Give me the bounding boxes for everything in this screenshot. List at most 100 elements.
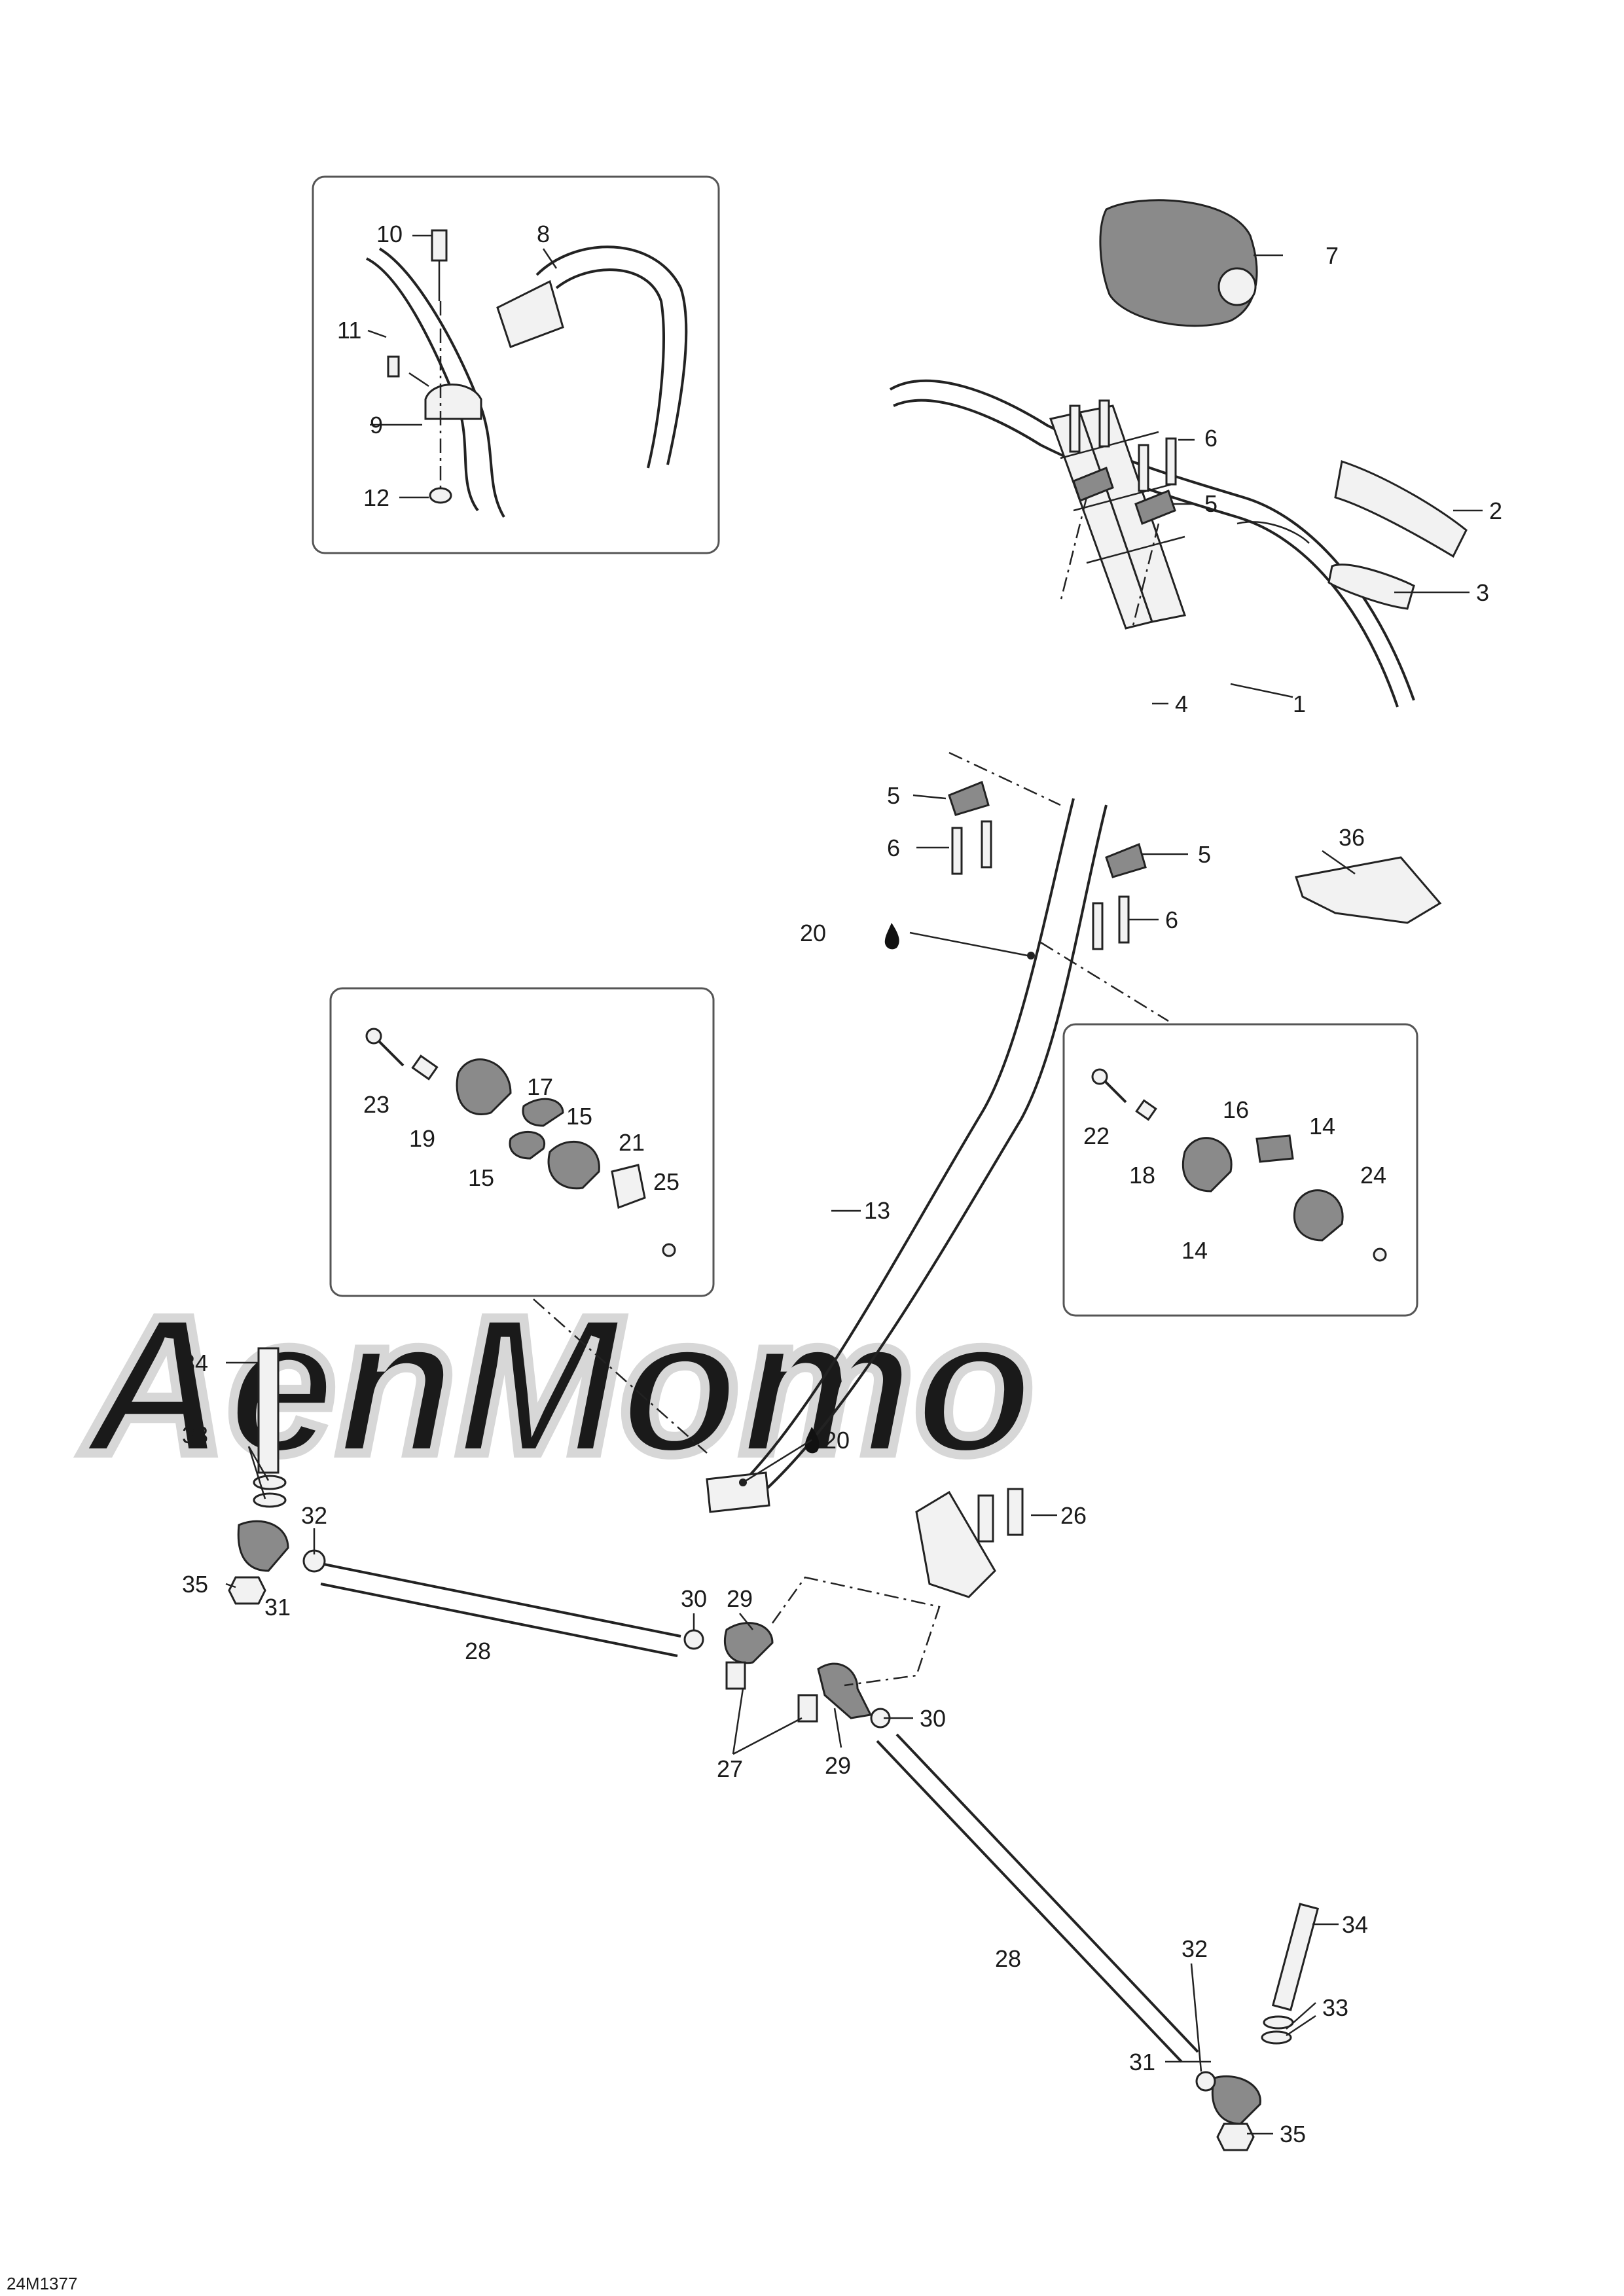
callout-28-right: 28	[995, 1945, 1021, 1972]
callout-16: 16	[1223, 1096, 1249, 1123]
bolt-6-low-b	[1118, 895, 1130, 944]
bolt-34-right	[1271, 1903, 1320, 2011]
nut-25	[662, 1243, 676, 1257]
callout-34-right: 34	[1342, 1911, 1368, 1938]
pad-foam	[496, 279, 564, 348]
washer-33-left-b	[253, 1492, 287, 1508]
pad-outline	[535, 245, 688, 465]
tie-rod-end-29-right	[817, 1662, 873, 1719]
spacer-32-right	[1195, 2071, 1216, 2092]
callout-5-right: 5	[1198, 841, 1211, 868]
callout-labels: 7 2 3 4 1 6 5 5 6 5 6 36 20 13 20 26 30 …	[182, 221, 1502, 2147]
nut-24	[1373, 1247, 1387, 1262]
rubber-17	[522, 1098, 564, 1127]
callout-33-right: 33	[1322, 1994, 1348, 2021]
handlebar-cover-7	[1099, 199, 1258, 327]
bolt-10-head	[431, 229, 448, 262]
bolt-6-top-c	[1138, 444, 1149, 492]
clamp-5-mid	[948, 780, 990, 816]
callout-24: 24	[1360, 1162, 1386, 1189]
inset-right-clamp-kit	[1062, 1023, 1418, 1317]
callout-2: 2	[1489, 497, 1502, 524]
tie-rod-end-31-right	[1211, 2075, 1261, 2125]
steering-column-13	[738, 798, 1075, 1487]
clamp-5-top-a	[1072, 467, 1114, 502]
watermark-text: AenMomo	[79, 1275, 1034, 1495]
clamp-9	[424, 384, 482, 420]
callout-19: 19	[409, 1125, 435, 1152]
callout-30-left: 30	[681, 1585, 707, 1612]
bolt-6-top-a	[1069, 404, 1081, 453]
clamp-5-top-b	[1134, 490, 1176, 525]
callout-14-b: 14	[1182, 1237, 1208, 1264]
callout-3: 3	[1476, 579, 1489, 606]
inset-frame	[312, 175, 720, 554]
callout-4: 4	[1175, 691, 1188, 717]
callout-9: 9	[370, 412, 383, 439]
pitman-arm-bracket-26	[915, 1490, 996, 1598]
nut-12	[429, 487, 452, 504]
grease-icon-upper	[884, 923, 899, 950]
lube-point-lower	[739, 1479, 747, 1486]
callout-5-top: 5	[1204, 490, 1218, 517]
pin-11	[387, 355, 400, 378]
callout-21: 21	[619, 1129, 645, 1156]
watermark: AenMomo	[75, 1270, 1039, 1499]
callout-15-a: 15	[566, 1103, 592, 1130]
rubber-16	[1255, 1134, 1294, 1163]
nut-30-left	[683, 1629, 704, 1650]
callout-12: 12	[363, 484, 389, 511]
plate-21	[611, 1164, 646, 1210]
bolt-6-top-b	[1098, 399, 1110, 448]
inset-handlebar-clamp	[312, 175, 720, 554]
callout-35-left: 35	[182, 1571, 208, 1598]
bolt-34-left	[257, 1347, 280, 1474]
callout-18: 18	[1129, 1162, 1155, 1189]
tie-rod-28-right	[876, 1740, 1183, 2063]
bolt-23	[365, 1028, 382, 1045]
clamp-15-upper	[456, 1058, 512, 1115]
callout-5-mid: 5	[887, 782, 900, 809]
document-id: 24M1377	[7, 2274, 77, 2293]
callout-13: 13	[864, 1197, 890, 1224]
clamp-5-right	[1105, 842, 1147, 878]
throttle-cable	[1236, 521, 1310, 544]
callout-29-left: 29	[727, 1585, 753, 1612]
callout-36: 36	[1339, 824, 1365, 851]
grease-icon-lower	[804, 1427, 820, 1454]
callout-8: 8	[537, 221, 550, 247]
tie-rod-28-left	[323, 1563, 681, 1638]
bolt-26-b	[1007, 1488, 1024, 1536]
callout-30-right: 30	[920, 1705, 946, 1732]
callout-27: 27	[717, 1755, 743, 1782]
callout-6-top: 6	[1204, 425, 1218, 452]
callout-29-right: 29	[825, 1752, 851, 1779]
column-base	[706, 1471, 770, 1513]
callout-15-b: 15	[468, 1164, 494, 1191]
plate-36	[1295, 856, 1442, 924]
callout-34-left: 34	[182, 1350, 208, 1376]
nut-35-right	[1216, 2123, 1255, 2151]
lube-point-upper	[1027, 952, 1035, 960]
callout-35-right: 35	[1280, 2121, 1306, 2147]
callout-33-left: 33	[182, 1422, 208, 1448]
tie-rod-end-31-left	[237, 1520, 289, 1572]
callout-10: 10	[376, 221, 403, 247]
callout-31-left: 31	[264, 1594, 291, 1621]
washer-33-right-b	[1261, 2030, 1292, 2045]
callout-22: 22	[1083, 1122, 1110, 1149]
bolt-22	[1091, 1068, 1108, 1085]
spacer-27-b	[797, 1694, 818, 1723]
clamp-15-lower	[547, 1140, 600, 1190]
callout-26: 26	[1060, 1502, 1087, 1529]
rubber-17b	[509, 1130, 546, 1160]
bolt-26-a	[977, 1494, 994, 1543]
callout-28-left: 28	[465, 1638, 491, 1664]
leader-lines	[225, 234, 1483, 2135]
spacer-27-a	[725, 1661, 746, 1690]
grip-2	[1334, 460, 1468, 558]
inset-frame-right	[1062, 1023, 1418, 1317]
callout-17: 17	[527, 1073, 553, 1100]
nut-35-left	[228, 1576, 266, 1605]
callout-6-mid: 6	[887, 834, 900, 861]
